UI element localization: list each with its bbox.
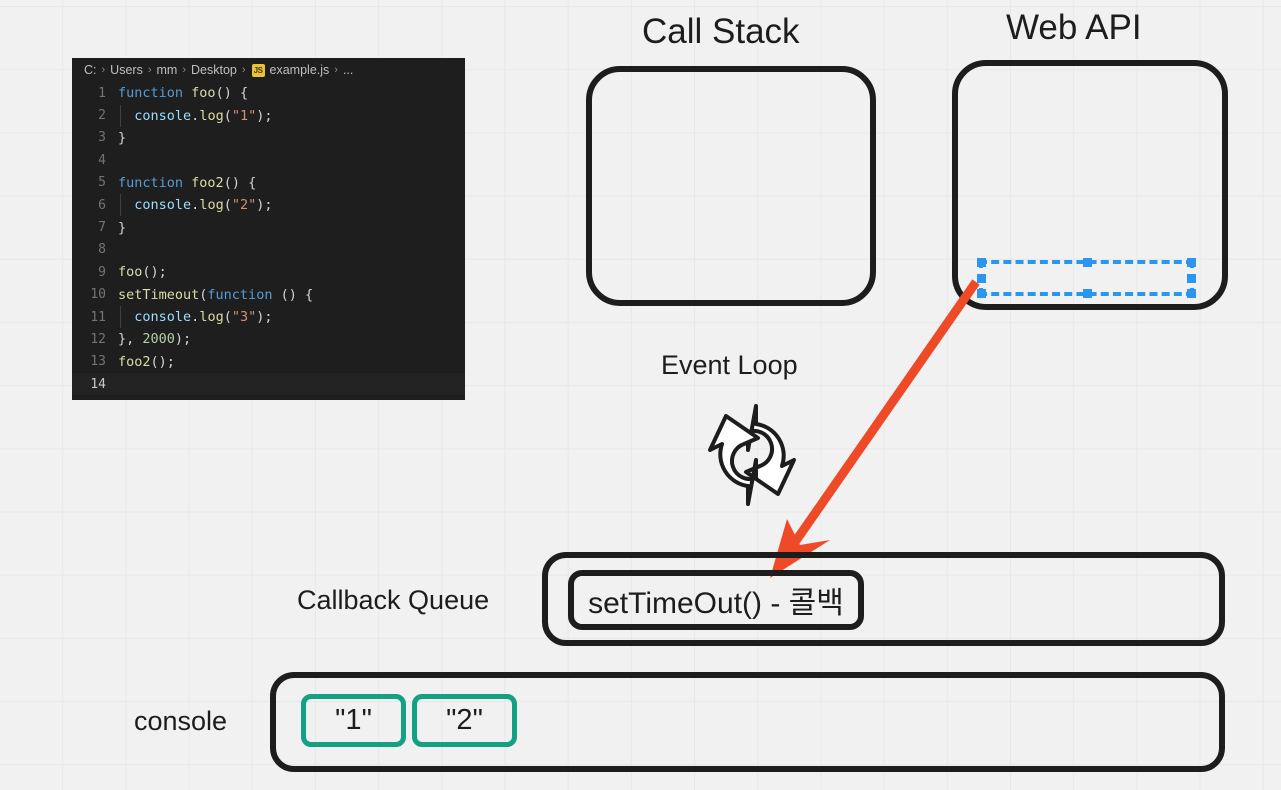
line-number: 9: [98, 264, 106, 280]
breadcrumb-separator: ›: [182, 64, 186, 76]
breadcrumb-part-mm[interactable]: mm: [156, 63, 178, 77]
line-number: 11: [90, 309, 106, 325]
code-line[interactable]: 1 function foo() {: [72, 82, 465, 104]
console-box[interactable]: "1" "2": [270, 672, 1225, 772]
circular-arrows-icon: [698, 400, 806, 510]
callback-queue-label: Callback Queue: [297, 585, 490, 615]
console-item[interactable]: "1": [301, 694, 406, 747]
code-line[interactable]: 12 }, 2000);: [72, 328, 465, 350]
line-content: console.log("2");: [118, 194, 273, 217]
breadcrumb-separator: ›: [334, 64, 338, 76]
console-label: console: [134, 706, 228, 736]
selection-handle-sw[interactable]: [977, 289, 986, 298]
code-line[interactable]: 7 }: [72, 216, 465, 238]
code-line-active[interactable]: 14: [72, 373, 465, 396]
callback-queue-box[interactable]: setTimeOut() - 콜백: [542, 552, 1225, 646]
breadcrumb-separator: ›: [241, 64, 246, 76]
line-content: foo2();: [118, 353, 175, 370]
line-number: 6: [98, 197, 106, 213]
code-line[interactable]: 8: [72, 239, 465, 261]
event-loop-title: Event Loop: [661, 350, 798, 380]
web-api-selection-rect[interactable]: [977, 258, 1196, 298]
selection-handle-s[interactable]: [1082, 289, 1092, 298]
line-number: 3: [98, 130, 106, 146]
breadcrumb-part-users[interactable]: Users: [110, 63, 143, 77]
line-number: 4: [98, 152, 106, 168]
line-content: setTimeout(function () {: [118, 286, 314, 303]
breadcrumb-separator: ›: [101, 64, 106, 76]
line-content: foo();: [118, 264, 167, 281]
line-number: 5: [98, 175, 106, 191]
breadcrumb-separator: ›: [147, 64, 152, 76]
line-content: console.log("1");: [118, 104, 273, 127]
web-api-title: Web API: [1006, 8, 1142, 47]
code-body[interactable]: 1 function foo() { 2 console.log("1"); 3…: [72, 82, 465, 396]
selection-handle-nw[interactable]: [977, 258, 986, 267]
line-number: 8: [98, 242, 106, 258]
selection-handle-se[interactable]: [1187, 289, 1196, 298]
line-number: 7: [98, 220, 106, 236]
code-editor-panel: C: › Users › mm › Desktop › JS example.j…: [72, 58, 465, 400]
breadcrumb[interactable]: C: › Users › mm › Desktop › JS example.j…: [72, 58, 465, 82]
code-line[interactable]: 11 console.log("3");: [72, 306, 465, 329]
js-file-icon: JS: [251, 63, 265, 77]
callback-queue-item[interactable]: setTimeOut() - 콜백: [568, 570, 864, 630]
code-line[interactable]: 10 setTimeout(function () {: [72, 284, 465, 306]
selection-handle-w[interactable]: [977, 274, 986, 283]
console-item[interactable]: "2": [412, 694, 517, 747]
line-content: function foo() {: [118, 85, 249, 102]
breadcrumb-overflow[interactable]: ...: [342, 63, 354, 77]
line-number: 2: [98, 108, 106, 124]
line-content: }, 2000);: [118, 331, 192, 348]
line-content: }: [118, 219, 127, 236]
call-stack-title: Call Stack: [642, 12, 800, 51]
web-api-box[interactable]: [952, 60, 1228, 310]
line-content: function foo2() {: [118, 174, 257, 191]
selection-handle-ne[interactable]: [1187, 258, 1196, 267]
code-line[interactable]: 4: [72, 149, 465, 171]
line-content: console.log("3");: [118, 306, 273, 329]
code-line[interactable]: 5 function foo2() {: [72, 172, 465, 194]
code-line[interactable]: 6 console.log("2");: [72, 194, 465, 217]
code-line[interactable]: 13 foo2();: [72, 351, 465, 373]
line-number: 10: [90, 287, 106, 303]
breadcrumb-part-desktop[interactable]: Desktop: [191, 63, 237, 77]
line-number: 14: [90, 376, 106, 392]
call-stack-box[interactable]: [586, 66, 876, 306]
code-line[interactable]: 2 console.log("1");: [72, 104, 465, 127]
code-line[interactable]: 3 }: [72, 127, 465, 149]
selection-handle-n[interactable]: [1082, 258, 1092, 267]
breadcrumb-filename[interactable]: example.js: [269, 63, 330, 77]
line-number: 12: [90, 331, 106, 347]
line-content: }: [118, 129, 127, 146]
selection-handle-e[interactable]: [1187, 274, 1196, 283]
code-line[interactable]: 9 foo();: [72, 261, 465, 283]
breadcrumb-drive[interactable]: C:: [84, 63, 97, 77]
line-number: 13: [90, 354, 106, 370]
line-number: 1: [98, 85, 106, 101]
